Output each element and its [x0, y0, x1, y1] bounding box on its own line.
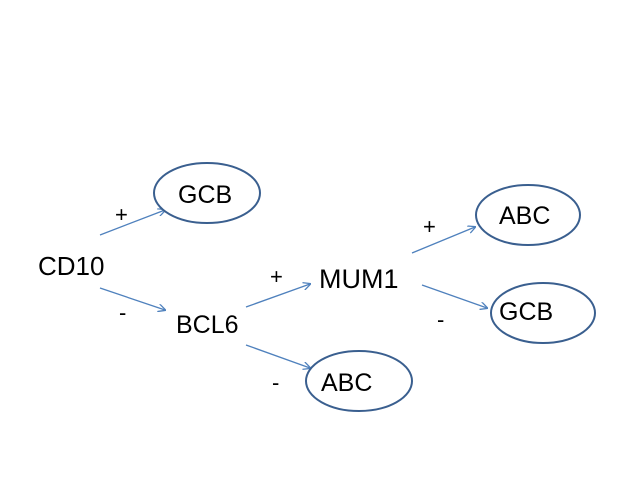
outcome-ellipse-gcb-top	[153, 162, 261, 224]
outcome-gcb-right: GCB	[499, 298, 553, 326]
sign-bcl6-to-mum1: +	[270, 264, 283, 289]
edge-cd10-to-bcl6	[99, 287, 165, 310]
node-cd10: CD10	[38, 251, 104, 281]
sign-bcl6-to-abc: -	[272, 370, 279, 395]
sign-cd10-to-bcl6: -	[119, 300, 126, 325]
edge-bcl6-to-abc	[245, 344, 310, 368]
node-mum1: MUM1	[319, 264, 399, 294]
sign-mum1-to-gcb: -	[437, 307, 444, 332]
edge-bcl6-to-mum1	[245, 284, 310, 308]
outcome-ellipse-abc-bottom	[305, 350, 413, 412]
edge-cd10-to-gcb	[99, 210, 165, 236]
sign-mum1-to-abc: +	[423, 214, 436, 239]
outcome-ellipse-abc-right	[475, 184, 581, 246]
node-bcl6: BCL6	[176, 311, 239, 339]
sign-cd10-to-gcb: +	[115, 202, 128, 227]
edge-mum1-to-gcb	[421, 284, 487, 308]
outcome-abc-bottom: ABC	[321, 369, 372, 397]
edge-mum1-to-abc	[411, 227, 475, 254]
outcome-abc-right: ABC	[499, 202, 550, 230]
outcome-ellipse-gcb-right	[490, 282, 596, 344]
outcome-gcb-top: GCB	[178, 181, 232, 209]
